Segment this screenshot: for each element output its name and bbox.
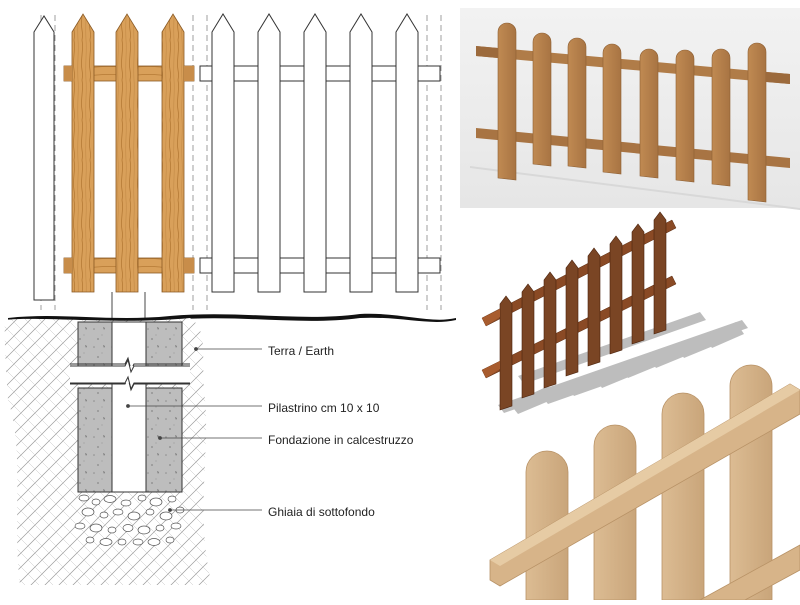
- fence-shadow: [498, 312, 748, 414]
- dark-picket: [653, 211, 667, 335]
- rail-end: [64, 66, 72, 81]
- dark-picket: [543, 271, 557, 389]
- rail-end: [184, 258, 194, 273]
- render-picket: [711, 48, 731, 187]
- dark-picket: [521, 283, 535, 399]
- label-terra: Terra / Earth: [268, 344, 335, 358]
- render-background: [460, 8, 800, 208]
- outline-pickets-right: [199, 13, 441, 293]
- render-closeup-fence: [489, 364, 800, 601]
- dark-picket: [565, 259, 579, 377]
- render-picket: [602, 43, 622, 175]
- leader-lines: [126, 347, 262, 512]
- lower-rail: [476, 128, 790, 168]
- gravel-bed: [74, 494, 185, 546]
- elevation-drawing: [33, 13, 442, 320]
- wood-picket: [161, 13, 185, 293]
- label-ghiaia: Ghiaia di sottofondo: [268, 505, 375, 519]
- render-picket: [675, 49, 695, 183]
- render-picket: [747, 42, 767, 203]
- outline-pickets-left: [33, 15, 55, 301]
- wood-picket: [71, 13, 95, 293]
- post-guides: [111, 292, 146, 320]
- ground-line: [8, 313, 456, 322]
- render-picket: [639, 48, 659, 179]
- dark-picket: [499, 295, 513, 411]
- dark-picket: [609, 235, 623, 355]
- rail-end: [184, 66, 194, 81]
- render-dark-fence: [481, 211, 748, 414]
- render-picket: [532, 32, 552, 167]
- label-pilastrino: Pilastrino cm 10 x 10: [268, 401, 380, 415]
- rail-end: [64, 258, 72, 273]
- render-picket: [497, 22, 517, 181]
- dark-picket: [631, 223, 645, 345]
- render-picket: [567, 37, 587, 169]
- wood-pickets: [63, 13, 195, 293]
- wood-picket: [115, 13, 139, 293]
- render-beige-fence: [460, 8, 800, 210]
- closeup-picket: [661, 392, 705, 601]
- label-fondazione: Fondazione in calcestruzzo: [268, 433, 414, 447]
- upper-rail: [476, 46, 790, 84]
- dark-picket: [587, 247, 601, 367]
- break-gap: [70, 366, 190, 383]
- ground-section: [4, 313, 456, 585]
